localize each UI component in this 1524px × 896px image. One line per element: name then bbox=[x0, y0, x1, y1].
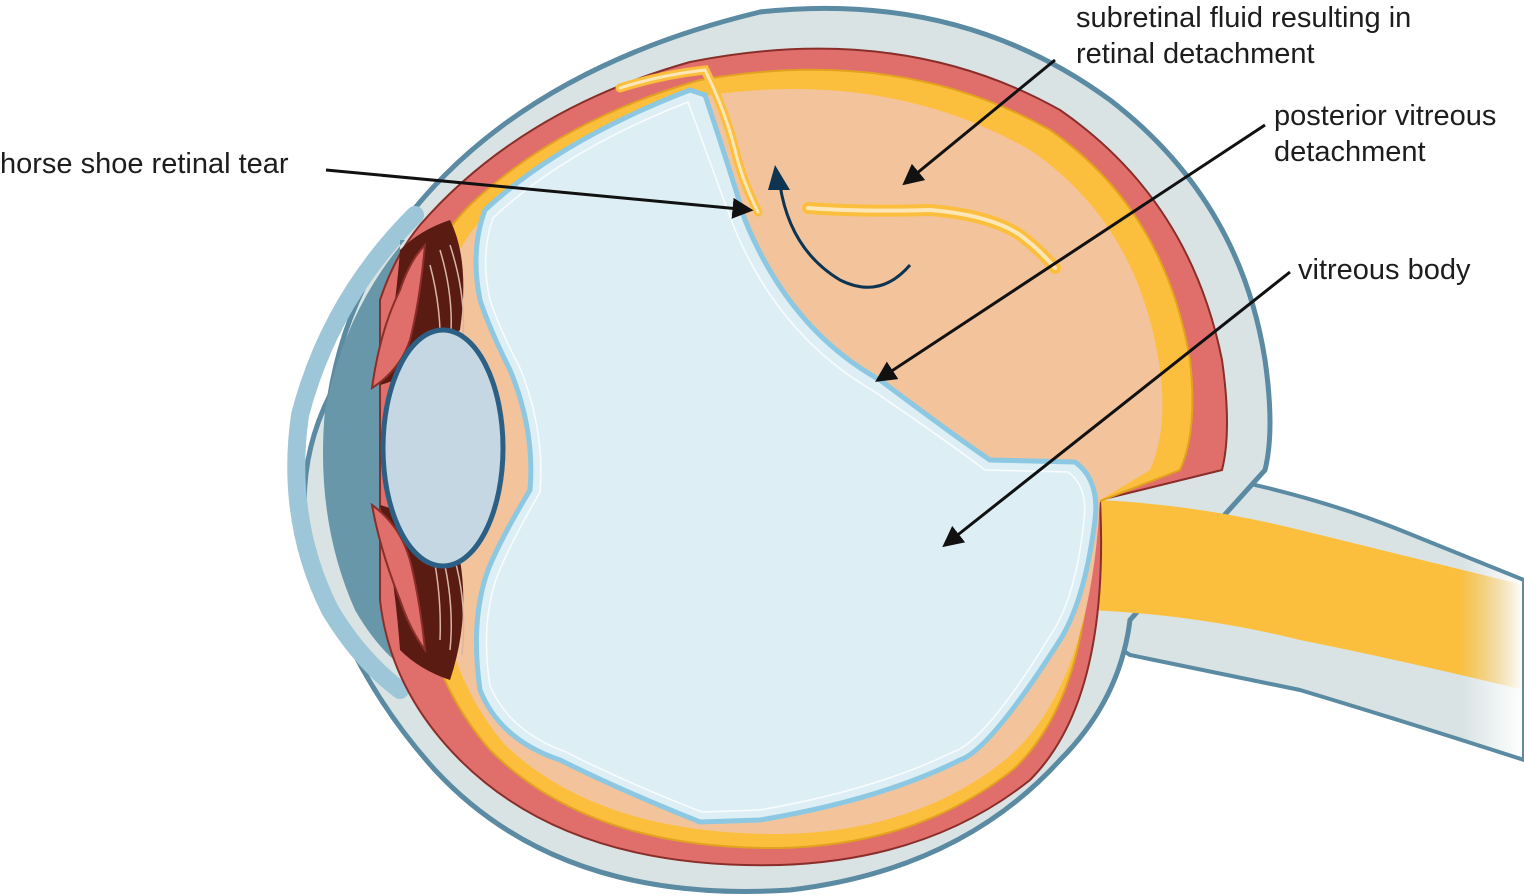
label-horseshoe-tear-line1: horse shoe retinal tear bbox=[0, 148, 289, 180]
optic-nerve bbox=[1090, 500, 1524, 690]
label-posterior-vitreous: posterior vitreous detachment bbox=[1274, 98, 1496, 170]
vitreous-body bbox=[473, 87, 1099, 825]
label-subretinal-fluid: subretinal fluid resulting in retinal de… bbox=[1076, 0, 1411, 72]
label-posterior-vitreous-line2: detachment bbox=[1274, 136, 1426, 168]
label-horseshoe-tear: horse shoe retinal tear bbox=[0, 146, 289, 182]
leader-line-horseshoe-tear bbox=[325, 168, 754, 219]
cornea bbox=[287, 206, 424, 699]
iris-lower bbox=[370, 502, 427, 654]
leader-line-subretinal-fluid bbox=[902, 58, 1056, 186]
label-vitreous-body-line1: vitreous body bbox=[1298, 254, 1471, 286]
lens bbox=[380, 327, 506, 569]
leader-line-vitreous-body bbox=[942, 270, 1291, 548]
leader-line-posterior-vitreous bbox=[875, 123, 1266, 382]
iris-upper bbox=[370, 242, 427, 391]
label-posterior-vitreous-line1: posterior vitreous bbox=[1274, 100, 1497, 132]
detached-retina-highlight bbox=[806, 206, 1057, 270]
label-vitreous-body: vitreous body bbox=[1298, 252, 1471, 288]
retinal-tear-flap-highlight bbox=[618, 68, 760, 214]
vitreous-inner-membrane bbox=[484, 101, 1086, 813]
fluid-flow-arrowhead bbox=[768, 165, 790, 190]
label-subretinal-fluid-line1: subretinal fluid resulting in bbox=[1076, 2, 1412, 34]
fluid-flow-curve bbox=[778, 184, 912, 289]
label-subretinal-fluid-line2: retinal detachment bbox=[1076, 38, 1315, 70]
